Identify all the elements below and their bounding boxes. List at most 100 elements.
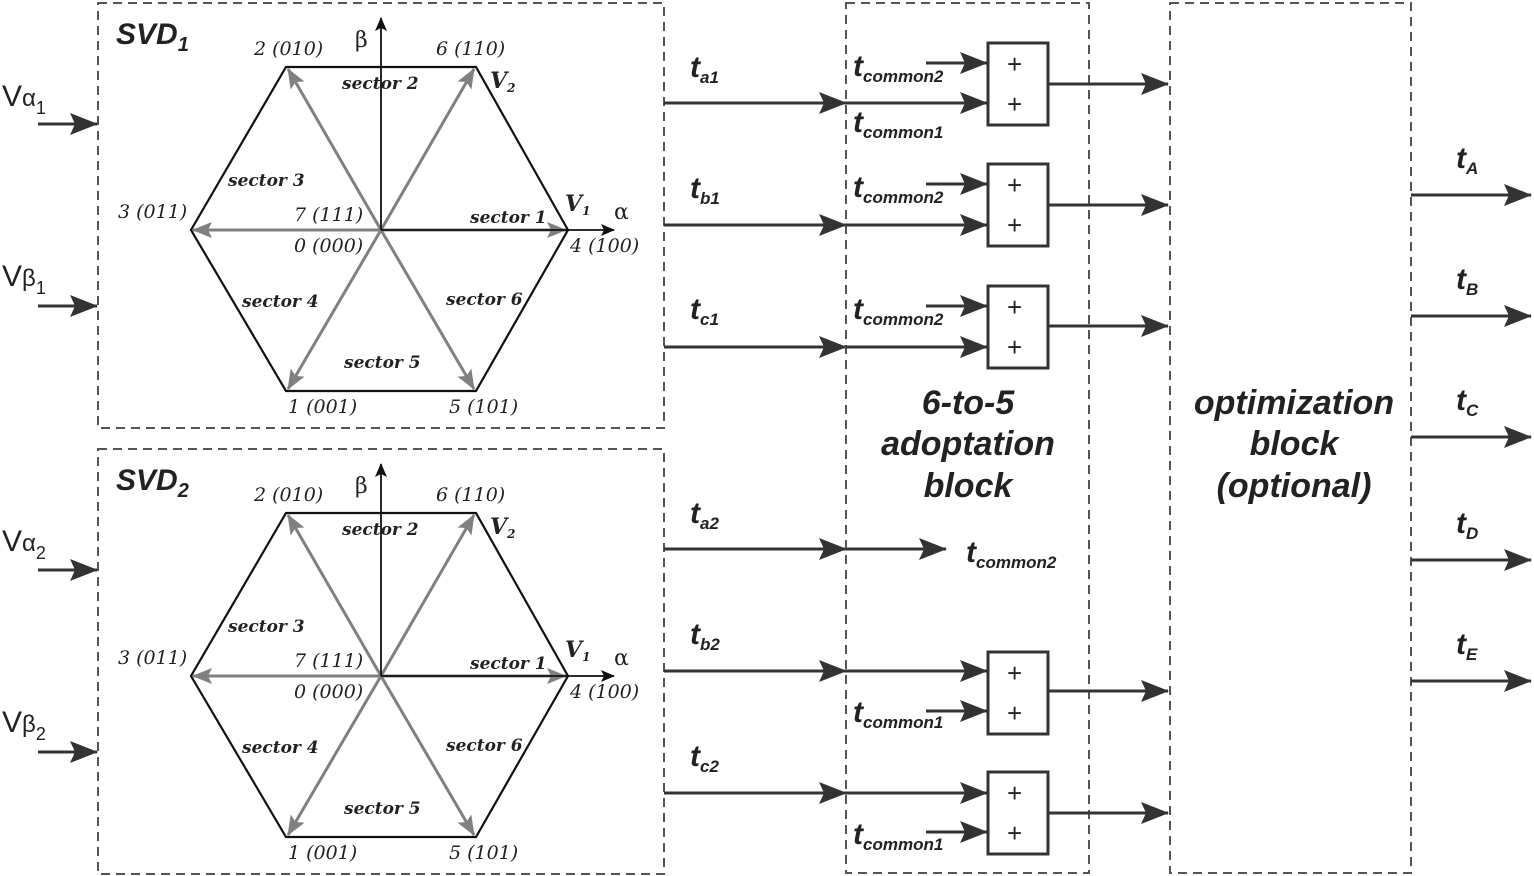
t-common2-label: tcommon2: [853, 50, 944, 86]
summer-2: + + tcommon2: [846, 162, 1169, 248]
t-common1-label: tcommon1: [853, 818, 943, 854]
summer-4: + + tcommon1: [846, 650, 1169, 736]
plus-sign: +: [1007, 292, 1022, 322]
center-label-7: 7 (111): [294, 204, 363, 226]
v2-label: V2: [490, 514, 515, 541]
sector-3-label: sector 3: [227, 617, 305, 637]
plus-sign: +: [1007, 658, 1022, 688]
v1-label: V1: [565, 637, 590, 664]
alpha-axis-label: α: [614, 646, 629, 671]
svd-block-1: SVD1 Vα1 Vβ1 β α 4 (100) 6 (110) 2 (010)…: [2, 2, 720, 429]
adoption-block: + + tcommon2 tcommon1 + + tcommon2 + +: [845, 2, 1169, 874]
vector-v5: [286, 229, 383, 390]
adoption-title-line-1: 6-to-5: [922, 384, 1016, 422]
center-label-0: 0 (000): [294, 681, 363, 703]
hexagon-outline: [189, 65, 570, 393]
plus-sign: +: [1007, 698, 1022, 728]
final-outputs: tA tB tC tD tE: [1411, 142, 1532, 692]
svd1-hexagon: β α 4 (100) 6 (110) 2 (010) 3 (011) 1 (0…: [118, 17, 639, 418]
output-tA-label: tA: [1456, 142, 1478, 178]
t-common1-label: tcommon1: [853, 696, 943, 732]
optimization-title-line-2: block: [1250, 425, 1341, 463]
plus-sign: +: [1007, 89, 1022, 119]
v2-label: V2: [490, 68, 515, 95]
output-tb2-label: tb2: [690, 618, 720, 654]
plus-sign: +: [1007, 210, 1022, 240]
sector-1-label: sector 1: [469, 654, 547, 674]
center-label-7: 7 (111): [294, 650, 363, 672]
svd1-input-alpha-label: Vα1: [2, 80, 46, 118]
vertex-label-5: 5 (101): [449, 842, 518, 864]
optimization-title-line-1: optimization: [1194, 384, 1394, 422]
svd2-hexagon: β α 4 (100) 6 (110) 2 (010) 3 (011) 1 (0…: [118, 463, 639, 864]
sector-6-label: sector 6: [445, 290, 523, 310]
vector-v2: [379, 514, 476, 677]
sector-4-label: sector 4: [241, 738, 319, 758]
summer-1: + + tcommon2 tcommon1: [846, 41, 1169, 142]
vertex-label-2: 2 (010): [253, 38, 323, 60]
summer-box: [986, 650, 1050, 736]
sector-1-label: sector 1: [469, 208, 547, 228]
plus-sign: +: [1007, 49, 1022, 79]
vector-v3: [286, 514, 383, 677]
output-tD-label: tD: [1456, 507, 1478, 543]
alpha-axis-label: α: [614, 200, 629, 225]
vector-v6: [379, 675, 476, 836]
vertex-label-1: 1 (001): [288, 842, 357, 864]
output-tb1-label: tb1: [690, 172, 720, 208]
sector-2-label: sector 2: [341, 74, 419, 94]
t-common1-label: tcommon1: [853, 106, 943, 142]
vertex-label-4: 4 (100): [569, 235, 639, 257]
output-tc2-label: tc2: [690, 740, 719, 776]
sector-5-label: sector 5: [343, 799, 421, 819]
output-tE-label: tE: [1456, 628, 1478, 664]
vector-v5: [286, 675, 383, 836]
svd-output-wires: [664, 92, 847, 804]
summer-box: [986, 41, 1050, 127]
summer-5: + + tcommon1: [846, 770, 1169, 856]
optimization-title-line-3: (optional): [1217, 467, 1372, 505]
vertex-label-5: 5 (101): [449, 396, 518, 418]
plus-sign: +: [1007, 818, 1022, 848]
sector-4-label: sector 4: [241, 292, 319, 312]
hexagon-outline: [189, 511, 570, 839]
summer-3: + + tcommon2: [846, 284, 1169, 370]
output-ta1-label: ta1: [690, 51, 719, 87]
output-ta2-label: ta2: [690, 497, 719, 533]
output-tC-label: tC: [1456, 384, 1479, 420]
vertex-label-6: 6 (110): [436, 484, 505, 506]
plus-sign: +: [1007, 778, 1022, 808]
svd1-input-beta-label: Vβ1: [2, 260, 46, 298]
adoption-title-line-3: block: [924, 467, 1015, 505]
optimization-block: optimization block (optional): [1169, 2, 1412, 874]
t-common2-label: tcommon2: [853, 171, 944, 207]
adoption-frame: [845, 2, 1090, 874]
vertex-label-1: 1 (001): [288, 396, 357, 418]
summer-box: [986, 162, 1050, 248]
sector-3-label: sector 3: [227, 171, 305, 191]
vector-v3: [286, 68, 383, 231]
output-tB-label: tB: [1456, 263, 1478, 299]
sector-5-label: sector 5: [343, 353, 421, 373]
vector-v2: [379, 68, 476, 231]
vertex-label-6: 6 (110): [436, 38, 505, 60]
vertex-label-3: 3 (011): [118, 201, 187, 223]
adoption-title-line-2: adoptation: [881, 425, 1055, 463]
beta-axis-label: β: [355, 28, 368, 53]
svd2-input-alpha-label: Vα2: [2, 525, 46, 563]
beta-axis-label: β: [355, 474, 368, 499]
plus-sign: +: [1007, 332, 1022, 362]
vector-v6: [379, 229, 476, 390]
vertex-label-4: 4 (100): [569, 681, 639, 703]
center-label-0: 0 (000): [294, 235, 363, 257]
sector-6-label: sector 6: [445, 736, 523, 756]
v1-label: V1: [565, 191, 590, 218]
t-common2-label: tcommon2: [853, 293, 944, 329]
t-common2-output-label: tcommon2: [966, 536, 1057, 572]
output-tc1-label: tc1: [690, 293, 719, 329]
vertex-label-2: 2 (010): [253, 484, 323, 506]
svd-block-2: SVD2 Vα2 Vβ2 β α 4 (100) 6 (110) 2 (010)…: [2, 448, 720, 875]
plus-sign: +: [1007, 170, 1022, 200]
sector-2-label: sector 2: [341, 520, 419, 540]
